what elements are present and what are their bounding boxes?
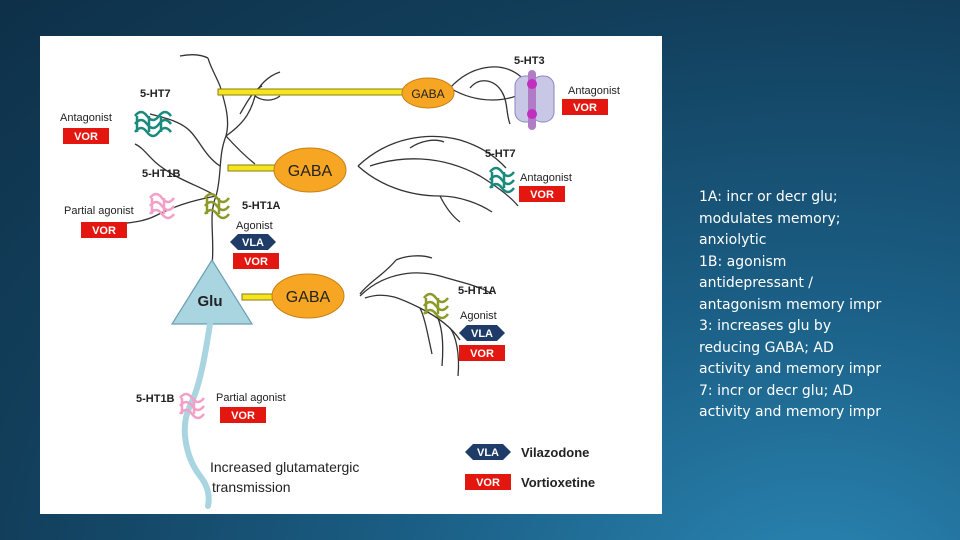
vor-badge-upper-partial-text: VOR — [92, 225, 116, 237]
legend-vla-name: Vilazodone — [521, 445, 589, 460]
legend-vla-badge — [465, 444, 511, 460]
note-line: activity and memory impr — [699, 404, 881, 420]
gaba-label-bottom: GABA — [286, 289, 331, 306]
legend-vor-badge-text: VOR — [476, 477, 500, 489]
ht1b-label-lower: 5-HT1B — [136, 393, 175, 405]
partial-agonist-label-upper: Partial agonist — [64, 205, 134, 217]
gaba-neuron-bottom — [271, 273, 345, 319]
note-line: reducing GABA; AD — [699, 339, 834, 356]
glu-axon — [181, 321, 213, 509]
vor-badge-left — [63, 128, 109, 144]
agonist-label-upper: Agonist — [236, 220, 273, 232]
ht7-label-right: 5-HT7 — [485, 148, 516, 160]
ht3-label: 5-HT3 — [514, 55, 545, 67]
ht1b-receptor-upper-icon — [149, 192, 175, 220]
glu-neuron-body — [170, 258, 254, 325]
ht7-receptor-right-icon — [489, 166, 515, 194]
legend-vla-badge-text: VLA — [477, 447, 499, 459]
note-line: activity and memory impr — [699, 361, 881, 377]
ht1a-label-right: 5-HT1A — [458, 285, 497, 297]
vla-badge-right-text: VLA — [471, 328, 493, 340]
vla-badge-right — [459, 325, 505, 341]
output-text-line2: transmission — [212, 479, 291, 495]
note-line: 3: increases glu by — [699, 318, 832, 334]
ht1b-receptor-lower-icon — [179, 392, 205, 420]
gaba-neuron-middle — [273, 147, 347, 193]
gaba-neuron-top — [401, 77, 455, 109]
vor-badge-upper-partial — [81, 222, 127, 238]
vla-badge-upper — [230, 234, 276, 250]
note-line: 7: incr or decr glu; AD — [699, 382, 854, 399]
note-line: antagonism memory impr — [699, 296, 882, 313]
partial-agonist-label-lower: Partial agonist — [216, 392, 286, 404]
ht1a-receptor-upper-icon — [204, 192, 230, 220]
antagonist-label-ht3: Antagonist — [568, 85, 620, 97]
gaba-label-middle: GABA — [288, 163, 333, 180]
output-text-line1: Increased glutamatergic — [210, 459, 359, 475]
ht7-label-top: 5-HT7 — [140, 88, 171, 100]
antagonist-label-left: Antagonist — [60, 112, 112, 124]
vor-badge-right-text: VOR — [530, 189, 554, 201]
vor-badge-ht3 — [562, 99, 608, 115]
note-line: 1A: incr or decr glu; — [699, 189, 838, 205]
notes-text-block: 1A: incr or decr glu; modulates memory; … — [699, 187, 929, 424]
vla-badge-upper-text: VLA — [242, 237, 264, 249]
note-line: anxiolytic — [699, 232, 767, 248]
antagonist-label-right: Antagonist — [520, 172, 572, 184]
gaba-label-top: GABA — [411, 87, 444, 101]
legend: VLA Vilazodone VOR Vortioxetine — [465, 444, 595, 490]
vor-badge-right-agonist-text: VOR — [470, 348, 494, 360]
ht1a-receptor-right-icon — [423, 292, 449, 320]
legend-vor-badge — [465, 474, 511, 490]
ht7-receptor-top-icon — [134, 110, 172, 138]
vor-badge-lower-partial-text: VOR — [231, 410, 255, 422]
vor-badge-ht3-text: VOR — [573, 102, 597, 114]
ht1a-label-upper: 5-HT1A — [242, 200, 281, 212]
vor-badge-left-text: VOR — [74, 131, 98, 143]
note-line: 1B: agonism — [699, 253, 787, 270]
agonist-label-right: Agonist — [460, 310, 497, 322]
ht1b-label-upper: 5-HT1B — [142, 168, 181, 180]
vor-badge-upper-agonist — [233, 253, 279, 269]
vor-badge-right-agonist — [459, 345, 505, 361]
mechanism-diagram: Glu GABA GABA GABA — [40, 36, 662, 514]
vor-badge-lower-partial — [220, 407, 266, 423]
glu-label: Glu — [198, 293, 223, 310]
legend-vor-name: Vortioxetine — [521, 475, 595, 490]
gaba-axons — [217, 88, 409, 301]
vor-badge-upper-agonist-text: VOR — [244, 256, 268, 268]
vor-badge-right — [519, 186, 565, 202]
note-line: modulates memory; — [699, 210, 841, 227]
ht3-channel-icon — [514, 70, 555, 130]
neuron-processes — [119, 54, 528, 377]
note-line: antidepressant / — [699, 275, 813, 291]
